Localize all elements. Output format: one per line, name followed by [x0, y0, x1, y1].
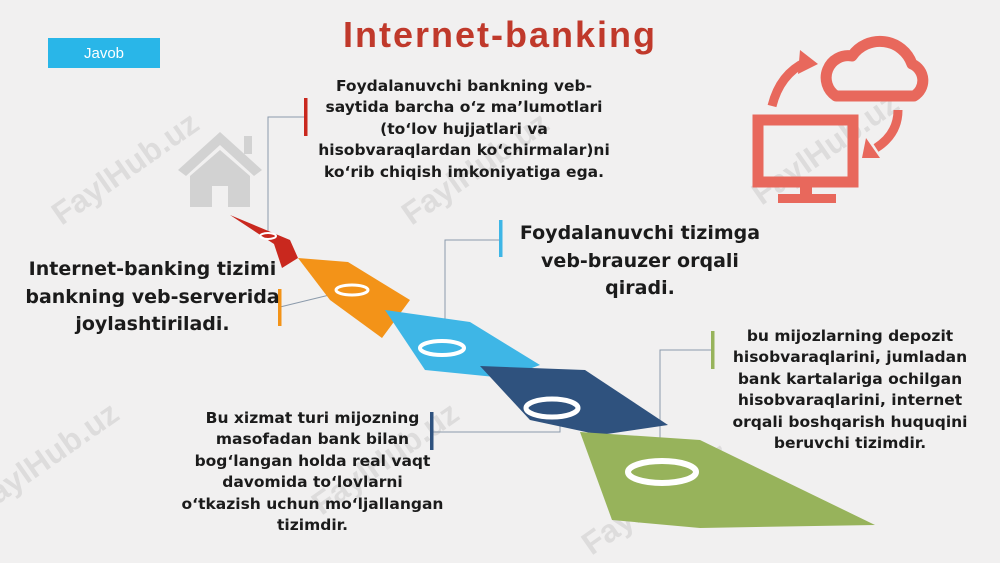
step-orange [298, 258, 410, 338]
answer-button[interactable]: Javob [48, 38, 160, 68]
callout-top: Foydalanuvchi bankning veb-saytida barch… [318, 77, 610, 181]
callout-browser: Foydalanuvchi tizimga veb-brauzer orqali… [519, 222, 761, 300]
step-green [580, 432, 875, 528]
callout-server: Internet-banking tizimi bankning veb-ser… [25, 258, 280, 336]
cloud-sync-icon [752, 35, 929, 203]
callout-remote: Bu xizmat turi mijozning masofadan bank … [181, 409, 444, 534]
step-red [230, 215, 298, 268]
house-icon [178, 132, 262, 207]
page-title: Internet-banking [342, 14, 657, 55]
callout-accounts: bu mijozlarning depozit hisobvaraqlarini… [732, 327, 968, 452]
